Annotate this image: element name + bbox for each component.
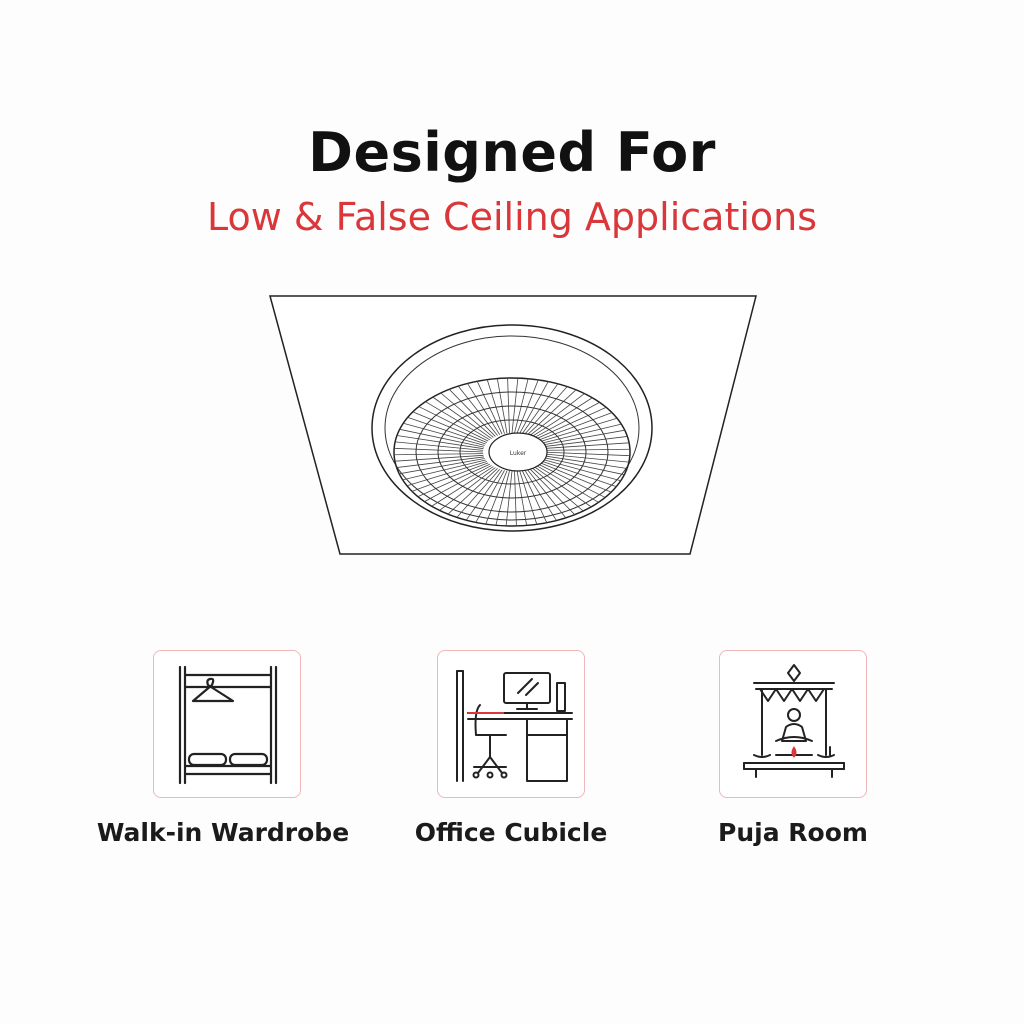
fan-spoke — [539, 436, 628, 448]
fan-spoke — [540, 451, 630, 457]
wardrobe-icon — [178, 665, 278, 785]
app-card-walk-in-wardrobe — [153, 650, 301, 798]
fan-grille-ring-3 — [459, 419, 565, 485]
diya-flame-icon — [791, 746, 797, 758]
fan-spoke — [394, 447, 484, 453]
fan-spoke — [395, 441, 484, 451]
office-desk-icon — [456, 670, 573, 782]
app-label-walk-in-wardrobe: Walk-in Wardrobe — [96, 818, 350, 847]
fan-spoke — [539, 429, 625, 446]
fan-spoke — [540, 442, 630, 450]
app-label-office-cubicle: Office Cubicle — [414, 818, 608, 847]
fan-grille-ring-1 — [415, 391, 609, 513]
app-label-puja-room: Puja Room — [718, 818, 868, 847]
fan-hub — [488, 432, 548, 472]
app-card-puja-room — [719, 650, 867, 798]
fan-inner-ring — [384, 335, 640, 521]
fan-spoke — [394, 454, 484, 462]
fan-grille-ring-2 — [437, 405, 587, 499]
fan-hub-logo: Luker — [510, 450, 527, 457]
fan-grille-outer — [393, 377, 631, 527]
app-card-office-cubicle — [437, 650, 585, 798]
fan-spoke — [540, 453, 629, 463]
fan-spoke — [539, 458, 621, 482]
page-subtitle: Low & False Ceiling Applications — [206, 195, 818, 239]
fan-spoke — [539, 456, 625, 476]
fan-spoke — [540, 454, 628, 469]
fan-spoke — [399, 458, 485, 475]
puja-shrine-icon — [743, 664, 845, 778]
fan-spoke — [396, 435, 484, 450]
fan-spoke — [403, 422, 485, 446]
ceiling-fan-icon: Luker — [269, 295, 757, 555]
fan-outer-ring — [371, 324, 653, 532]
fan-spoke — [540, 448, 630, 451]
fan-spoke — [394, 453, 484, 456]
page-title: Designed For — [308, 121, 716, 184]
fan-spoke — [396, 456, 485, 468]
fan-spoke — [399, 428, 485, 448]
